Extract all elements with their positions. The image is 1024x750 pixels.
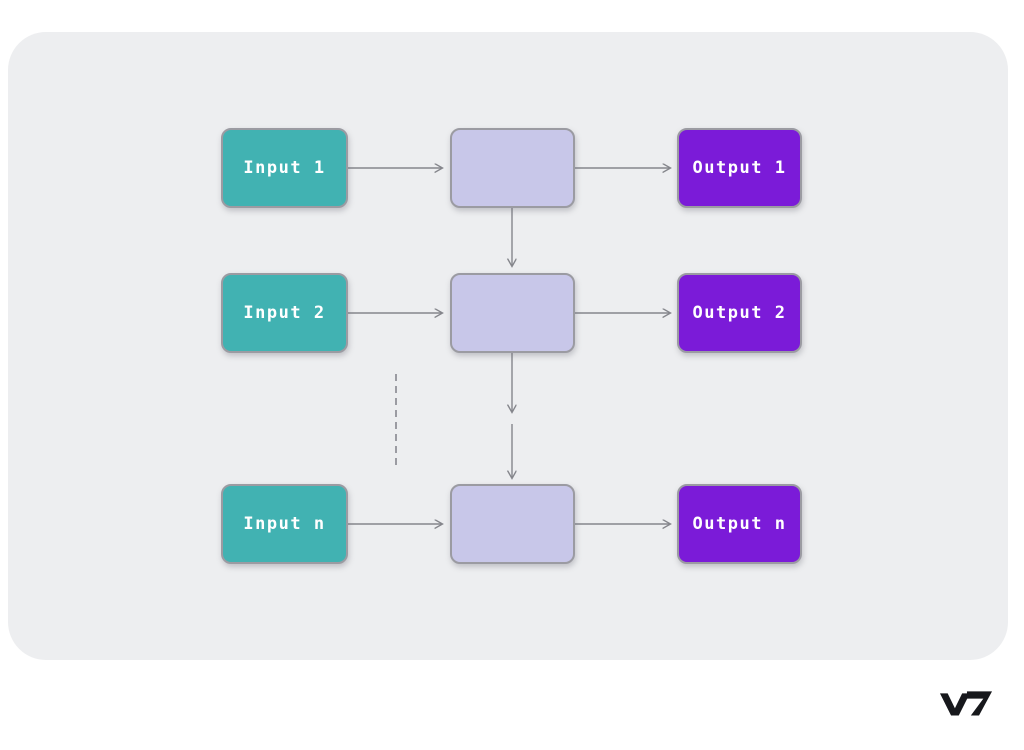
output-1-label: Output 1 [692,158,787,178]
input-1-label: Input 1 [243,158,326,178]
input-1-node: Input 1 [221,128,348,208]
output-2-node: Output 2 [677,273,802,353]
v7-logo-icon [939,691,993,716]
input-n-label: Input n [243,514,326,534]
input-2-node: Input 2 [221,273,348,353]
output-n-node: Output n [677,484,802,564]
output-n-label: Output n [692,514,787,534]
v7-logo: V7 [939,685,993,721]
input-n-node: Input n [221,484,348,564]
output-1-node: Output 1 [677,128,802,208]
input-2-label: Input 2 [243,303,326,323]
process-2-node [450,273,575,353]
process-1-node [450,128,575,208]
output-2-label: Output 2 [692,303,787,323]
process-n-node [450,484,575,564]
